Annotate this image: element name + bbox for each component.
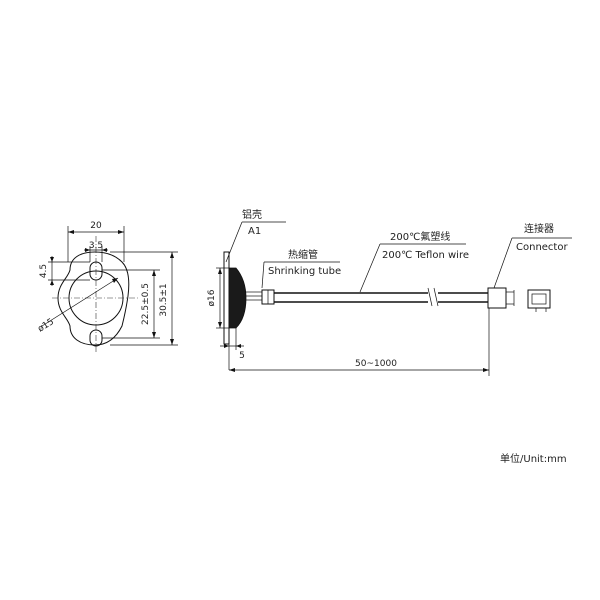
sensor-body (228, 267, 247, 329)
callout-aluminum-cn: 铝壳 (242, 208, 262, 221)
flange-outline (57, 251, 130, 346)
dim-face-diameter: ø15 (36, 317, 56, 334)
callout-wire-en: 200℃ Teflon wire (382, 250, 469, 261)
dim-width: 20 (90, 221, 102, 231)
callout-shrink-en: Shrinking tube (268, 266, 341, 277)
unit-note: 单位/Unit:mm (500, 452, 567, 465)
dim-offset: 4.5 (39, 264, 49, 278)
dim-hole: 3.5 (89, 241, 103, 251)
callout-connector-en: Connector (516, 242, 568, 253)
side-view: ø16 5 50~1000 (207, 251, 551, 376)
dim-thickness: 5 (239, 351, 245, 361)
callouts: 铝壳 A1 热缩管 Shrinking tube 200℃氟塑线 200℃ Te… (225, 208, 572, 293)
connector-socket (527, 289, 551, 309)
connector-plug (487, 287, 507, 309)
flange-plate (223, 251, 230, 345)
dim-cable-length: 50~1000 (355, 359, 397, 369)
dim-hole-spacing: 22.5±0.5 (141, 283, 151, 325)
callout-connector-cn: 连接器 (524, 222, 554, 235)
dim-total-height: 30.5±1 (159, 283, 169, 316)
callout-shrink-cn: 热缩管 (288, 248, 318, 261)
front-view: 20 3.5 4.5 22.5±0.5 30.5±1 ø15 (36, 221, 178, 352)
callout-wire-cn: 200℃氟塑线 (390, 230, 450, 243)
callout-aluminum-en: A1 (248, 226, 261, 237)
dim-body-diameter: ø16 (207, 289, 217, 306)
